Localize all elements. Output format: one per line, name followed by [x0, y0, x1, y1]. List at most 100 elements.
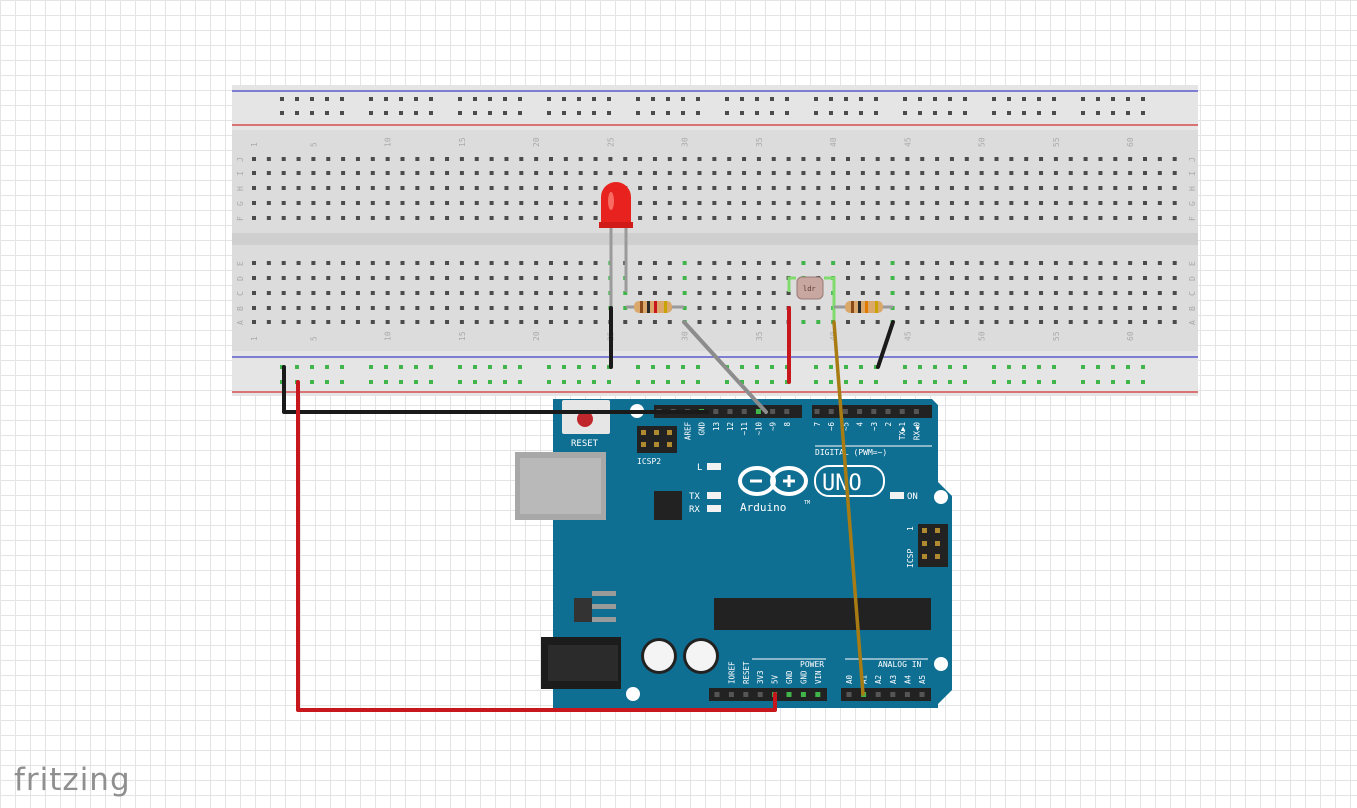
header-pin[interactable] — [846, 692, 852, 697]
rail-hole — [518, 97, 522, 101]
breadboard-hole — [563, 306, 568, 310]
breadboard-hole — [1068, 276, 1073, 280]
header-pin[interactable] — [904, 692, 910, 697]
header-pin[interactable] — [755, 409, 761, 414]
breadboard-hole — [1039, 186, 1044, 190]
breadboard-hole — [1172, 276, 1177, 280]
breadboard-hole — [266, 216, 271, 220]
rail-hole — [1081, 380, 1085, 384]
breadboard-hole — [875, 261, 880, 265]
wire-5v-rail[interactable] — [296, 380, 777, 712]
header-pin[interactable] — [728, 692, 734, 697]
rail-hole — [725, 97, 729, 101]
header-pin[interactable] — [727, 409, 733, 414]
digital-pin-label: TX▶1 — [898, 422, 907, 440]
header-pin[interactable] — [885, 409, 891, 414]
analog-label: ANALOG IN — [878, 660, 922, 669]
breadboard-hole — [979, 201, 984, 205]
header-pin[interactable] — [890, 692, 896, 697]
header-pin[interactable] — [714, 692, 720, 697]
breadboard-hole — [1024, 171, 1029, 175]
header-pin[interactable] — [757, 692, 763, 697]
led-component[interactable] — [599, 182, 633, 306]
breadboard-hole — [979, 291, 984, 295]
breadboard-hole — [445, 306, 450, 310]
wire-ldr-a0[interactable] — [832, 320, 865, 696]
header-pin — [922, 554, 927, 559]
reset-label: RESET — [571, 439, 599, 449]
photoresistor-body[interactable] — [796, 276, 824, 300]
resistor-2[interactable] — [834, 301, 893, 313]
breadboard-hole — [578, 201, 583, 205]
breadboard-hole — [697, 291, 702, 295]
breadboard-hole — [964, 320, 969, 324]
breadboard-hole — [979, 171, 984, 175]
resistor-2-body[interactable] — [845, 301, 883, 313]
breadboard-hole — [1009, 261, 1014, 265]
breadboard-hole — [949, 291, 954, 295]
breadboard-hole — [1083, 157, 1088, 161]
breadboard-hole — [1024, 157, 1029, 161]
breadboard-hole — [489, 320, 494, 324]
power-label: POWER — [800, 660, 824, 669]
header-pin[interactable] — [713, 409, 719, 414]
breadboard-hole — [846, 171, 850, 175]
rail-hole — [1052, 365, 1056, 369]
reset-button-cap[interactable] — [577, 411, 593, 427]
resistor-1-body[interactable] — [634, 301, 672, 313]
header-pin[interactable] — [913, 409, 919, 414]
header-pin[interactable] — [842, 409, 848, 414]
breadboard-hole — [994, 201, 999, 205]
header-pin[interactable] — [741, 409, 747, 414]
breadboard-hole — [831, 216, 836, 220]
breadboard-hole — [1053, 291, 1058, 295]
breadboard-hole — [1143, 186, 1147, 190]
analog-pin-label: A5 — [918, 675, 927, 684]
header-pin[interactable] — [828, 409, 834, 414]
breadboard-hole — [623, 306, 628, 310]
breadboard-hole — [459, 306, 464, 310]
wire-res-gnd[interactable] — [876, 320, 895, 369]
breadboard-hole — [1157, 186, 1162, 190]
header-pin[interactable] — [786, 692, 792, 697]
header-pin[interactable] — [784, 409, 790, 414]
breadboard-hole — [385, 216, 390, 220]
breadboard-hole — [667, 216, 672, 220]
breadboard-hole — [370, 261, 375, 265]
breadboard-hole — [311, 276, 316, 280]
breadboard-hole — [355, 306, 360, 310]
breadboard-hole — [252, 157, 256, 161]
header-pin[interactable] — [875, 692, 881, 697]
header-pin[interactable] — [800, 692, 806, 697]
breadboard-hole — [1083, 276, 1088, 280]
header-pin[interactable] — [857, 409, 863, 414]
breadboard-hole — [1024, 276, 1029, 280]
header-pin[interactable] — [899, 409, 905, 414]
rail-hole — [963, 111, 967, 115]
breadboard-hole — [370, 276, 375, 280]
wire-gnd-rail[interactable] — [282, 365, 709, 414]
header-pin[interactable] — [919, 692, 925, 697]
breadboard-hole — [1009, 216, 1014, 220]
rail-hole — [295, 97, 299, 101]
red-led-icon[interactable] — [601, 182, 631, 226]
breadboard-hole — [1024, 216, 1029, 220]
resistor-1[interactable] — [626, 301, 684, 313]
rail-hole — [651, 111, 655, 115]
rail-hole — [488, 111, 492, 115]
breadboard-hole — [489, 216, 494, 220]
header-pin[interactable] — [770, 409, 776, 414]
breadboard-hole — [1172, 171, 1177, 175]
header-pin — [667, 430, 672, 435]
header-pin[interactable] — [814, 409, 820, 414]
header-pin[interactable] — [815, 692, 821, 697]
header-pin[interactable] — [743, 692, 749, 697]
wire-led-pin10[interactable] — [682, 320, 768, 414]
rail-hole — [473, 380, 477, 384]
breadboard-hole — [920, 171, 925, 175]
header-pin[interactable] — [871, 409, 877, 414]
breadboard-hole — [1053, 216, 1058, 220]
breadboard-hole — [1128, 261, 1133, 265]
rail-hole — [503, 380, 507, 384]
